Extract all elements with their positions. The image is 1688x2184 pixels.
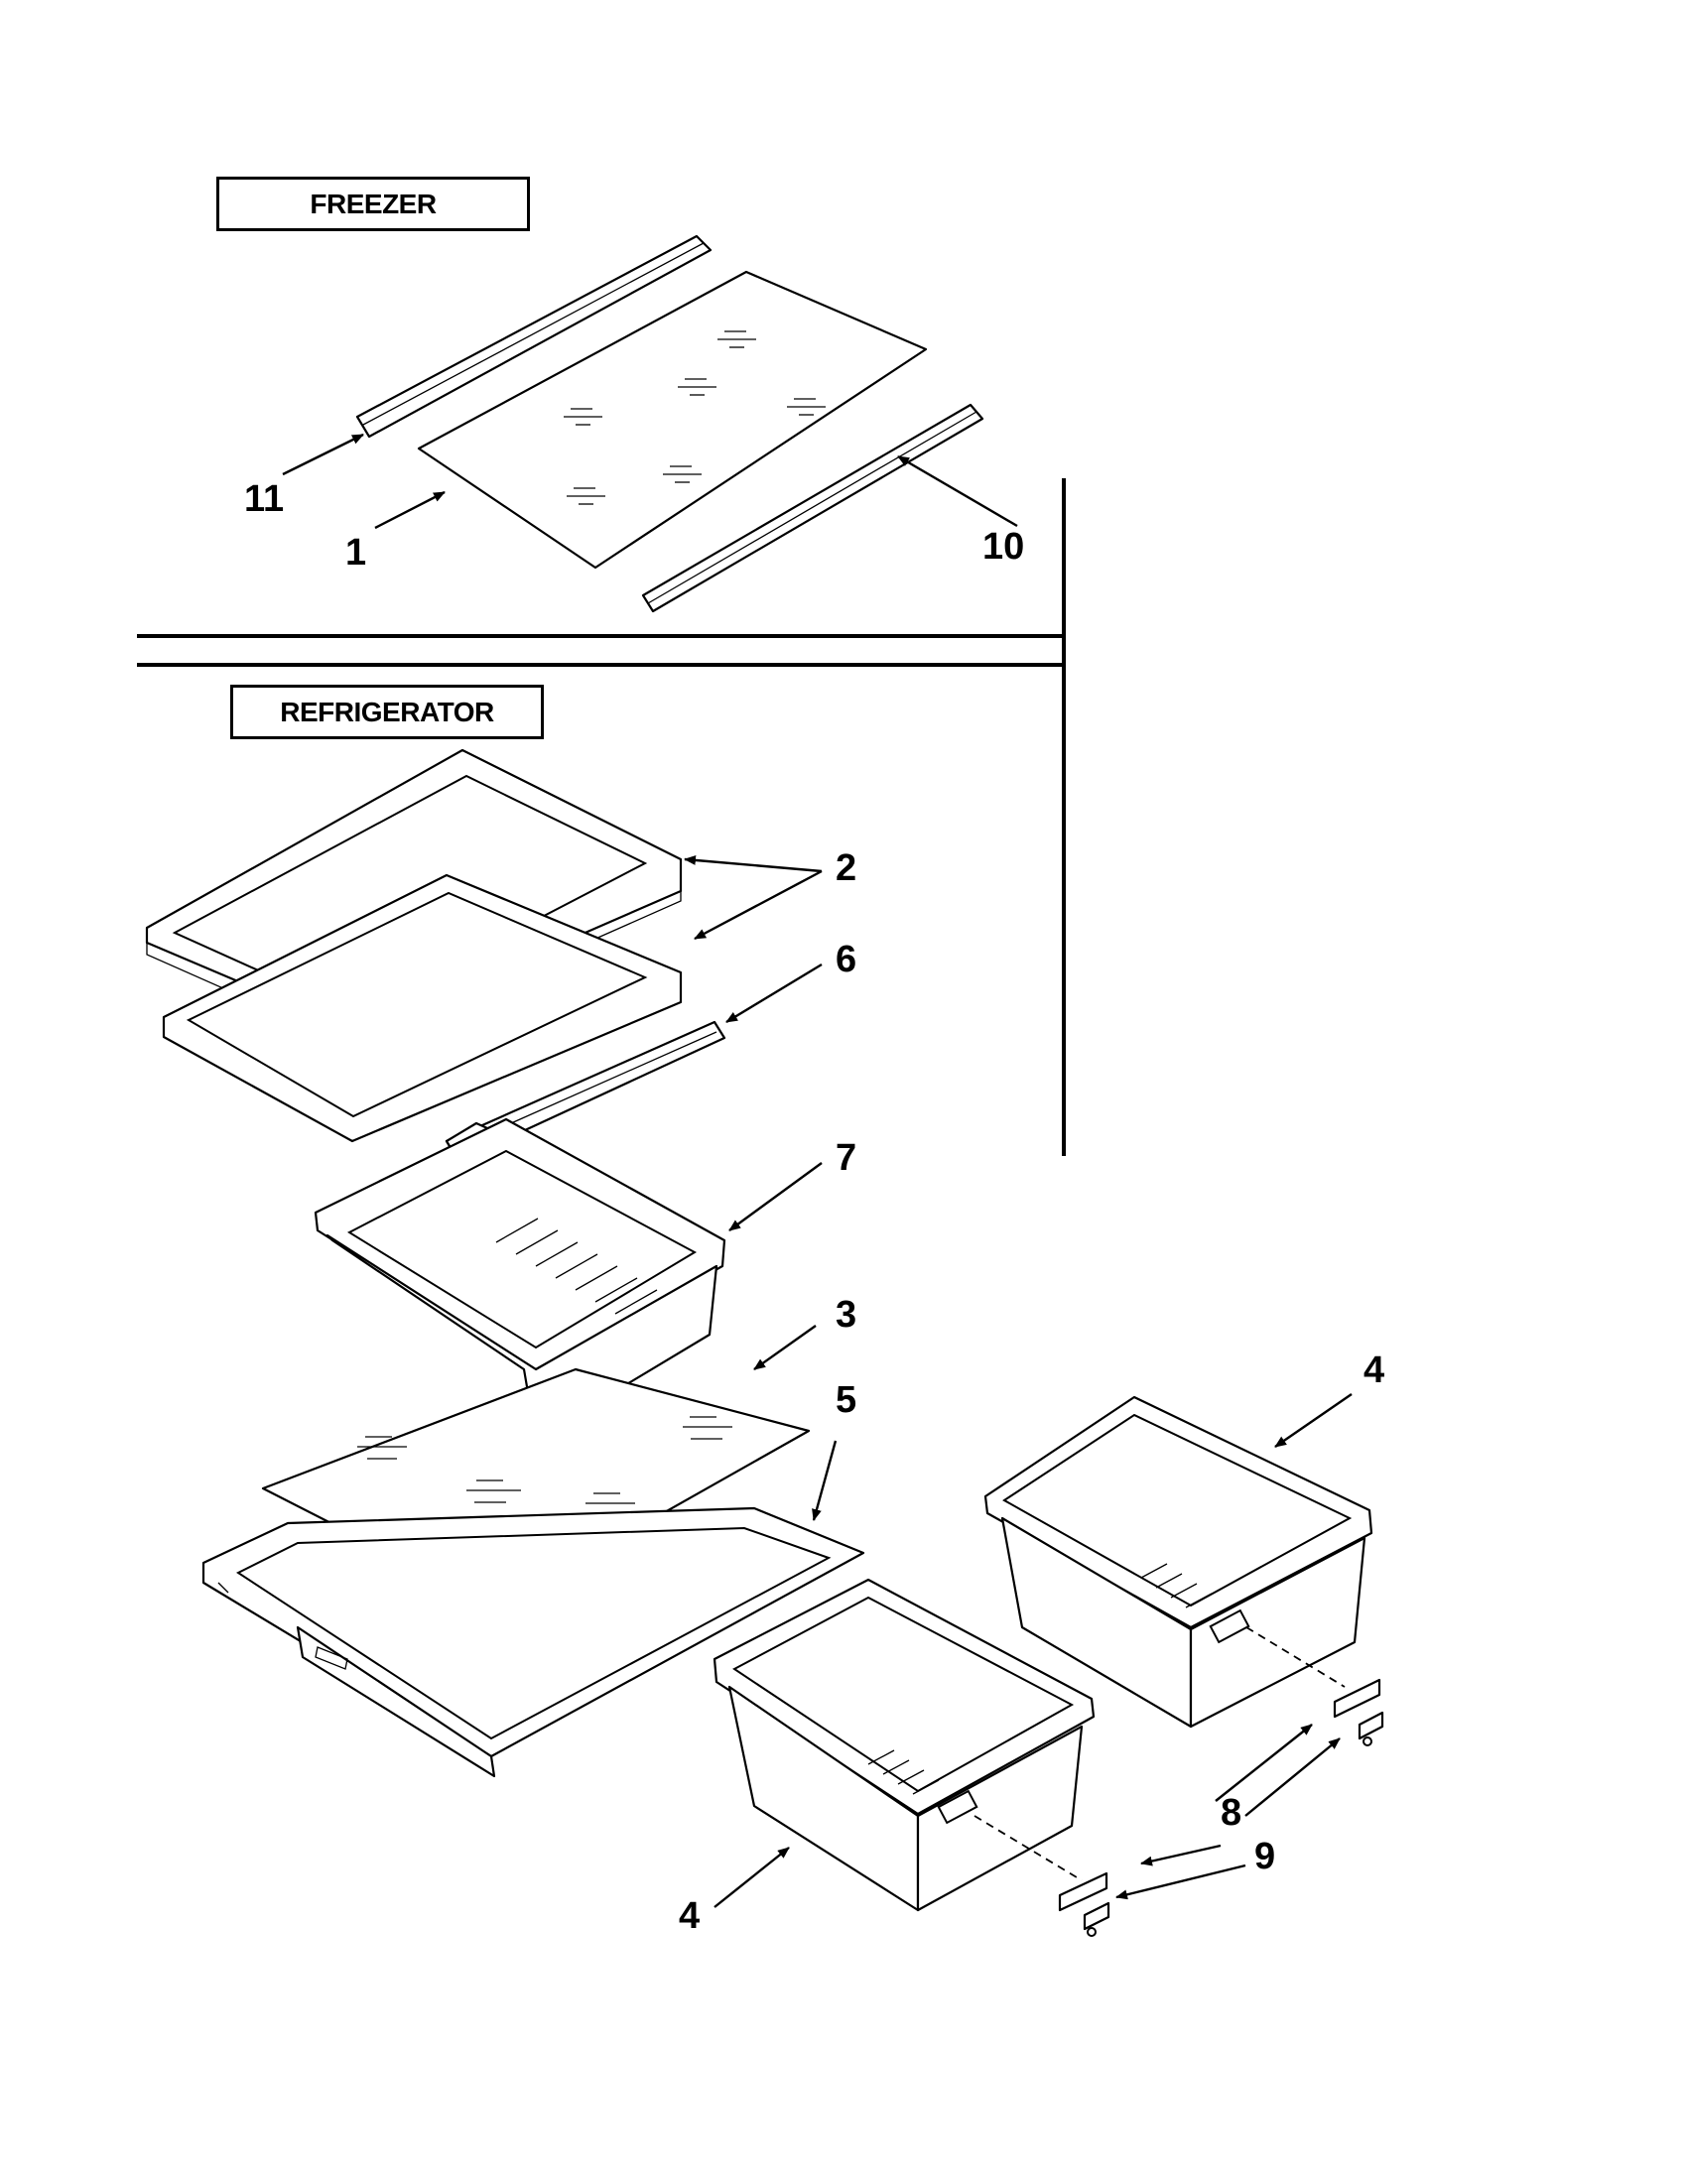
section-label-freezer: FREEZER — [216, 177, 530, 231]
callout-2: 2 — [836, 847, 857, 889]
part-4-crisper-drawer-left — [713, 1578, 1096, 1912]
callout-3: 3 — [836, 1294, 857, 1336]
callout-10: 10 — [982, 526, 1025, 568]
part-1-glass-shelf — [417, 270, 928, 570]
part-4-crisper-drawer-right — [983, 1395, 1373, 1729]
part-9-clip-left — [1083, 1901, 1110, 1937]
part-9-clip-right — [1358, 1711, 1384, 1746]
part-2-shelf-frame-lower — [162, 873, 683, 1143]
callout-5: 5 — [836, 1379, 857, 1421]
part-8-label-left — [974, 1815, 1108, 1912]
part-8-label-right — [1245, 1626, 1381, 1719]
callout-6: 6 — [836, 939, 857, 980]
section-label-refrigerator: REFRIGERATOR — [230, 685, 544, 739]
callout-4-right: 4 — [1363, 1349, 1385, 1391]
leader-lines — [282, 433, 1353, 1908]
callout-11: 11 — [244, 478, 285, 520]
callout-7: 7 — [836, 1137, 857, 1179]
part-5-crisper-frame — [201, 1506, 865, 1778]
callout-1: 1 — [345, 532, 367, 574]
callout-4-left: 4 — [679, 1895, 701, 1937]
callout-9: 9 — [1254, 1836, 1276, 1877]
part-11-shelf-rail-rear — [355, 234, 713, 439]
section-divider — [137, 478, 1066, 1156]
callout-8: 8 — [1221, 1792, 1242, 1834]
